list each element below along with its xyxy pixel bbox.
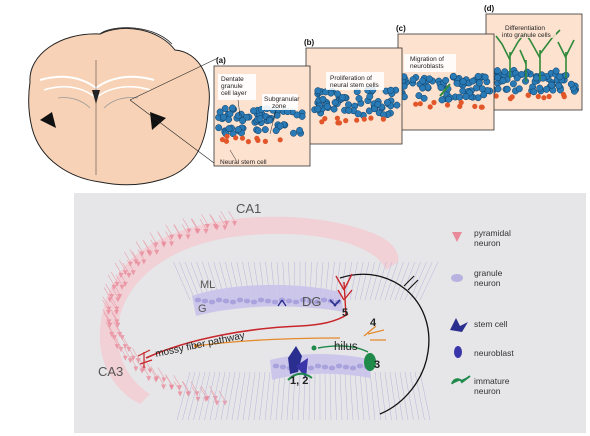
zoom-line-bottom [129, 99, 219, 167]
dg-label: DG [302, 294, 322, 309]
hilus-label: hilus [334, 341, 358, 353]
panel-a: (a) Dentate granule cell layer Subgranul… [213, 56, 311, 167]
granule-neuron-icon [451, 274, 463, 282]
legend-neuroblast: neuroblast [474, 348, 514, 358]
panel-c-letter: (c) [396, 24, 406, 33]
number-1-2: 1, 2 [290, 375, 308, 387]
panel-c-label-1: Migration of [410, 56, 444, 63]
legend: pyramidal neuron granule neuron stem cel… [450, 228, 514, 396]
legend-granule-2: neuron [474, 278, 501, 288]
panel-a-label-subgranular: Subgranular [264, 96, 300, 103]
panel-c-label-2: neuroblasts [410, 63, 444, 70]
panel-b-label-1: Proliferation of [330, 75, 372, 82]
panel-b-letter: (b) [304, 38, 315, 47]
legend-immature-1: immature [474, 376, 510, 386]
immature-neuron-icon [451, 375, 471, 385]
neuron-4-axon [195, 337, 341, 347]
legend-pyramidal-1: pyramidal [474, 228, 511, 238]
number-4: 4 [370, 317, 377, 329]
panel-a-label-cell-layer: cell layer [221, 90, 247, 97]
panel-d: (d) Differentiation into granule cells [484, 4, 583, 111]
g-label: G [198, 303, 207, 315]
legend-granule-1: granule [474, 268, 503, 278]
panel-c: (c) Migration of neuroblasts [396, 24, 495, 131]
number-3: 3 [374, 359, 380, 371]
panel-a-label-neural-stem-cell: Neural stem cell [220, 159, 267, 166]
neuroblast-icon [454, 346, 462, 358]
brain-coronal-section [28, 27, 210, 186]
legend-pyramidal-2: neuron [474, 238, 501, 248]
hippocampus-panel: CA1 CA3 ML G DG hilus mossy fiber pathwa… [74, 193, 586, 433]
panel-d-label-1: Differentiation [505, 25, 545, 32]
panel-b: (b) Proliferation of neural stem cells [304, 38, 403, 145]
ml-label: ML [200, 279, 215, 291]
panel-b-label-2: neural stem cells [330, 82, 380, 89]
stem-cell-icon [450, 318, 468, 332]
legend-stem-cell: stem cell [474, 319, 508, 329]
panel-a-label-zone: zone [272, 103, 286, 110]
number-5: 5 [342, 307, 348, 319]
hippocampal-fissure-outline [339, 273, 430, 415]
ca-region-band [99, 216, 399, 404]
mature-neuron-dendrite [335, 273, 353, 317]
panel-a-letter: (a) [216, 56, 226, 65]
panel-a-label-dentate: Dentate [221, 76, 244, 83]
ca1-label: CA1 [236, 201, 261, 216]
ca3-label: CA3 [98, 364, 123, 379]
zoom-line-top [129, 57, 219, 101]
pyramidal-neuron-icon [452, 232, 462, 242]
neuroblast-2 [296, 358, 308, 378]
mossy-fiber-axon [145, 313, 349, 359]
immature-neuron-3 [364, 353, 376, 371]
panel-a-label-granule: granule [221, 83, 243, 90]
panel-d-letter: (d) [484, 4, 495, 13]
panel-d-label-2: into granule cells [502, 32, 552, 39]
legend-immature-2: neuron [474, 386, 501, 396]
